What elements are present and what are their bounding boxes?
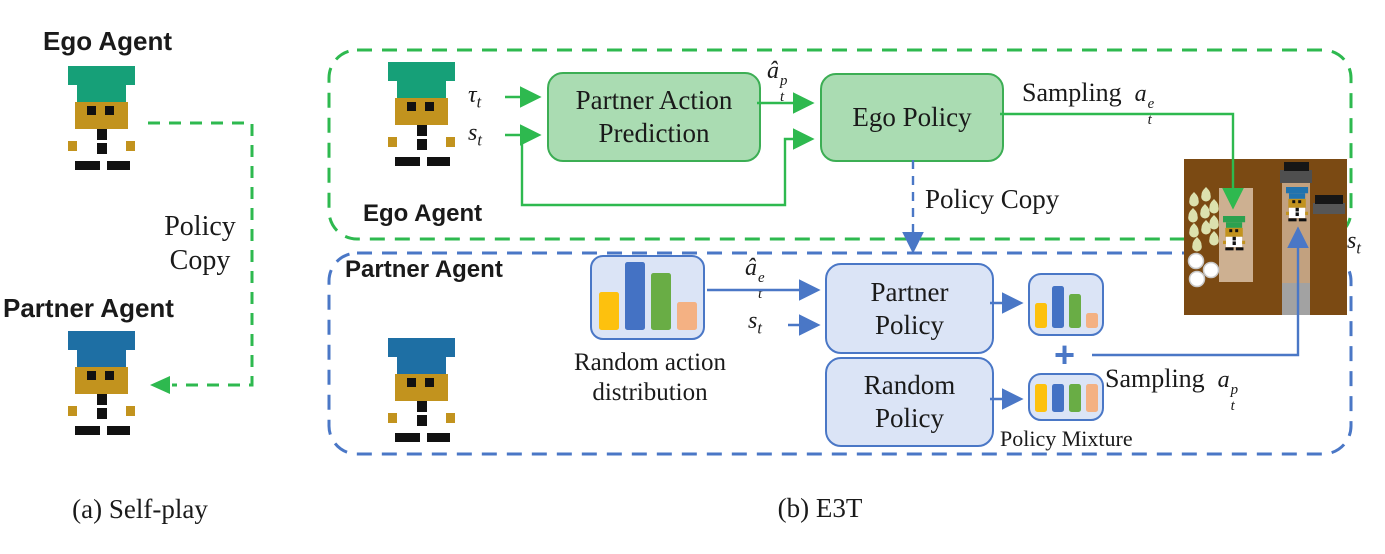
s-t-label-state: st: [1347, 228, 1361, 258]
caption-self-play: (a) Self-play: [72, 494, 208, 524]
partner-policy-output-chart: [1028, 273, 1104, 336]
s-t-label-ego: st: [468, 120, 482, 150]
partner-policy-box: Partner Policy: [825, 263, 994, 354]
distribution-bar: [1034, 303, 1047, 328]
partner-region-heading: Partner Agent: [345, 256, 503, 283]
distribution-bar: [1034, 384, 1047, 412]
policy-mixture-label: Policy Mixture: [1000, 426, 1133, 451]
arrowhead-left-icon: [150, 376, 170, 394]
caption-e3t: (b) E3T: [777, 493, 863, 523]
bar-chart-icon: [592, 257, 703, 338]
policy-copy-label: Policy Copy: [925, 184, 1060, 214]
distribution-bar: [676, 302, 697, 330]
mini-partner-chef-sprite: [1286, 187, 1309, 222]
partner-chef-sprite-right: [388, 338, 455, 442]
random-action-distribution-chart: [590, 255, 705, 340]
mini-ego-chef-sprite: [1223, 216, 1246, 251]
overcooked-game-screenshot: [1184, 159, 1347, 315]
bar-chart-icon: [1030, 375, 1102, 419]
left-policy-copy-label: Policy Copy: [164, 211, 236, 276]
chef-hat-icon: [388, 62, 455, 81]
distribution-bar: [624, 262, 645, 330]
left-ego-agent-heading: Ego Agent: [43, 26, 173, 56]
mixture-output-chart: [1028, 373, 1104, 421]
distribution-bar: [1085, 384, 1098, 412]
distribution-bar: [1085, 313, 1098, 328]
distribution-bar: [1051, 384, 1064, 412]
distribution-bar: [650, 273, 671, 330]
ego-chef-sprite-right: [388, 62, 455, 166]
ego-policy-box: Ego Policy: [820, 73, 1004, 162]
chef-hat-icon: [388, 338, 455, 357]
tau-t-label: τt: [468, 82, 482, 112]
partner-chef-sprite: [68, 331, 135, 435]
ego-chef-sprite: [68, 66, 135, 170]
stove-right: [1313, 195, 1345, 214]
ego-region-heading: Ego Agent: [363, 200, 483, 227]
s-t-label-partner: st: [748, 308, 762, 338]
plus-icon: +: [1054, 334, 1076, 375]
stove-top: [1280, 162, 1312, 183]
random-action-distribution-label: Random action distribution: [573, 349, 727, 406]
left-partner-agent-heading: Partner Agent: [3, 293, 174, 323]
chef-hat-icon: [68, 331, 135, 350]
bar-chart-icon: [1030, 275, 1102, 334]
distribution-bar: [1051, 286, 1064, 328]
random-policy-box: Random Policy: [825, 357, 994, 447]
chef-hat-icon: [68, 66, 135, 85]
distribution-bar: [1068, 294, 1081, 328]
game-board: [1184, 159, 1347, 315]
distribution-bar: [1068, 384, 1081, 412]
partner-action-prediction-box: Partner Action Prediction: [547, 72, 761, 162]
gray-tile: [1282, 283, 1310, 315]
distribution-bar: [598, 292, 619, 330]
game-floor: [1184, 159, 1347, 315]
